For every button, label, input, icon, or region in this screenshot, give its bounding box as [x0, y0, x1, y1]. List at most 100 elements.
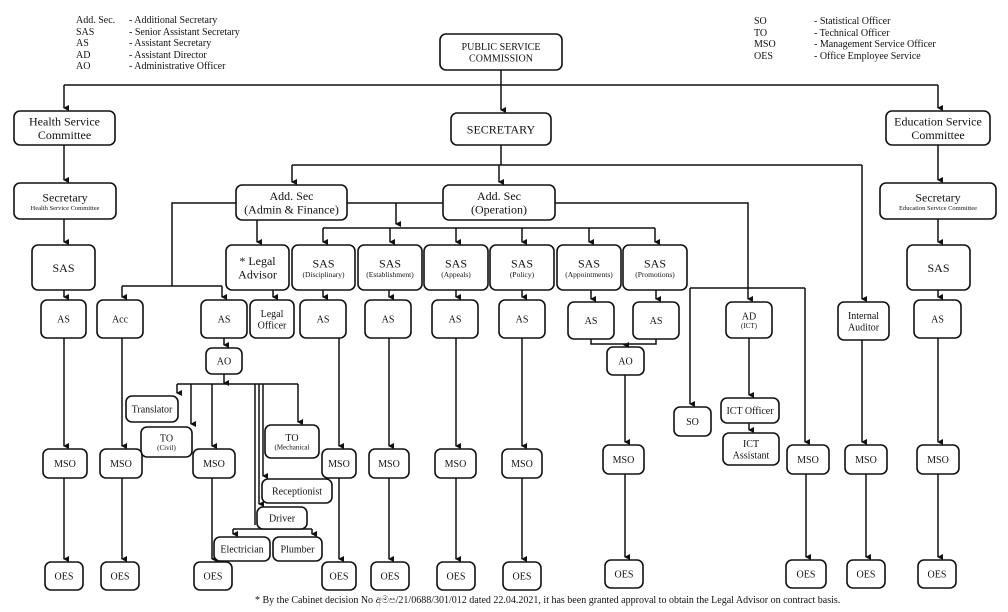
org-box-hsc-as: AS [40, 299, 87, 339]
org-box-label: OES [615, 570, 634, 581]
org-box-label: Health Service Committee [31, 205, 100, 212]
org-box-label: Secretary [42, 191, 87, 205]
org-box-oes-ict: OES [785, 559, 827, 589]
org-box-addsec-op: Add. Sec(Operation) [442, 184, 556, 221]
org-box-label: Plumber [281, 545, 316, 556]
legend-abbr: MSO [754, 39, 776, 50]
org-box-label: MSO [445, 459, 467, 470]
org-box-mso-ict: MSO [786, 444, 830, 475]
org-box-label: MSO [511, 459, 533, 470]
org-box-label: Assistant [733, 450, 770, 461]
org-box-label: SAS [927, 261, 949, 275]
org-box-label: (Mechanical [275, 444, 310, 452]
org-box-sas-appt: SAS(Appointments) [556, 244, 622, 291]
org-box-label: OES [928, 570, 947, 581]
legend-meaning: - Assistant Director [129, 49, 207, 61]
org-box-esc-sas: SAS [906, 244, 971, 291]
org-box-label: Secretary [915, 191, 960, 205]
org-box-label: ICT [743, 439, 759, 450]
org-box-label: Translator [132, 405, 173, 416]
legend-meaning: - Technical Officer [814, 27, 890, 39]
org-box-label: (Appointments) [565, 270, 613, 279]
org-box-label: (Admin & Finance) [244, 203, 339, 217]
legend-meaning: - Office Employee Service [814, 50, 921, 62]
org-box-oes-af: OES [193, 561, 233, 591]
org-box-label: MSO [613, 455, 635, 466]
legend-meaning: - Additional Secretary [129, 15, 218, 26]
org-box-label: AS [449, 315, 462, 326]
org-box-label: TO [160, 434, 173, 445]
org-box-label: (Operation) [471, 203, 527, 217]
legend-row: SO- Statistical Officer [754, 16, 936, 28]
org-box-sas-app: SAS(Appeals) [423, 244, 489, 291]
org-box-label: PUBLIC SERVICE [462, 42, 541, 53]
org-box-label: SAS [52, 261, 74, 275]
org-box-label: Committee [38, 128, 91, 142]
org-box-label: Officer [258, 320, 287, 331]
org-box-mso-est: MSO [368, 448, 410, 479]
legend-meaning: - Assistant Secretary [129, 38, 212, 49]
org-box-sas-prom: SAS(Promotions) [622, 244, 688, 291]
org-box-label: SAS [379, 256, 401, 270]
legend-abbr: SO [754, 16, 767, 27]
org-box-label: Receptionist [272, 487, 322, 498]
legend-abbr: OES [754, 50, 773, 62]
org-box-label: ICT Officer [726, 406, 774, 417]
org-box-mso-ia: MSO [844, 444, 888, 475]
legend-row: AS- Assistant Secretary [76, 38, 240, 50]
legend-row: Add. Sec.- Additional Secretary [76, 15, 240, 27]
org-box-to-mech: TO(Mechanical [264, 424, 320, 459]
org-box-hsc-sas: SAS [31, 244, 96, 291]
org-box-label: AO [618, 357, 632, 368]
org-box-secretary: SECRETARY [450, 112, 552, 146]
org-box-label: (Disciplinary) [302, 270, 345, 279]
org-box-label: OES [857, 570, 876, 581]
legend-row: AD - Assistant Director [76, 50, 240, 62]
legend-meaning: - Administrative Officer [129, 61, 226, 72]
org-box-sas-est: SAS(Establishment) [357, 244, 423, 291]
org-box-ad-ict: AD(ICT) [725, 301, 773, 339]
legend-abbr: TO [754, 27, 768, 39]
org-box-label: (Civil) [157, 444, 176, 452]
org-box-prom-as: AS [632, 301, 680, 340]
org-box-label: AS [382, 315, 395, 326]
org-box-so: SO [673, 406, 712, 437]
org-box-label: MSO [378, 459, 400, 470]
org-box-label: MSO [110, 459, 132, 470]
org-box-label: AS [516, 315, 529, 326]
org-box-label: AS [931, 315, 944, 326]
org-box-mso-hsc: MSO [42, 448, 88, 479]
org-box-sas-disc: SAS(Disciplinary) [291, 244, 356, 291]
org-box-label: SECRETARY [467, 122, 536, 136]
org-box-label: OES [797, 570, 816, 581]
org-box-label: OES [55, 572, 74, 583]
org-box-label: Electrician [220, 545, 263, 556]
org-box-driver: Driver [256, 506, 308, 530]
org-box-oes-acc: OES [100, 561, 140, 591]
legend-abbr: AD [76, 49, 91, 61]
org-box-label: Legal [261, 309, 284, 320]
org-box-pol-as: AS [498, 299, 546, 339]
org-box-label: AS [57, 315, 70, 326]
org-box-oes-op: OES [604, 559, 644, 589]
org-box-label: (ICT) [741, 322, 758, 330]
org-box-mso-acc: MSO [99, 448, 143, 479]
org-box-oes-est: OES [370, 561, 410, 591]
org-box-label: Committee [911, 128, 964, 142]
org-box-af-ao: AO [205, 347, 243, 375]
org-box-label: COMMISSION [469, 53, 533, 64]
org-box-mso-app: MSO [434, 448, 477, 479]
org-box-label: Health Service [29, 114, 100, 128]
org-box-label: SO [686, 417, 699, 428]
org-box-mso-op: MSO [602, 444, 645, 475]
org-box-ict-officer: ICT Officer [720, 397, 780, 424]
org-box-label: OES [447, 572, 466, 583]
org-box-oes-hsc: OES [44, 561, 84, 591]
